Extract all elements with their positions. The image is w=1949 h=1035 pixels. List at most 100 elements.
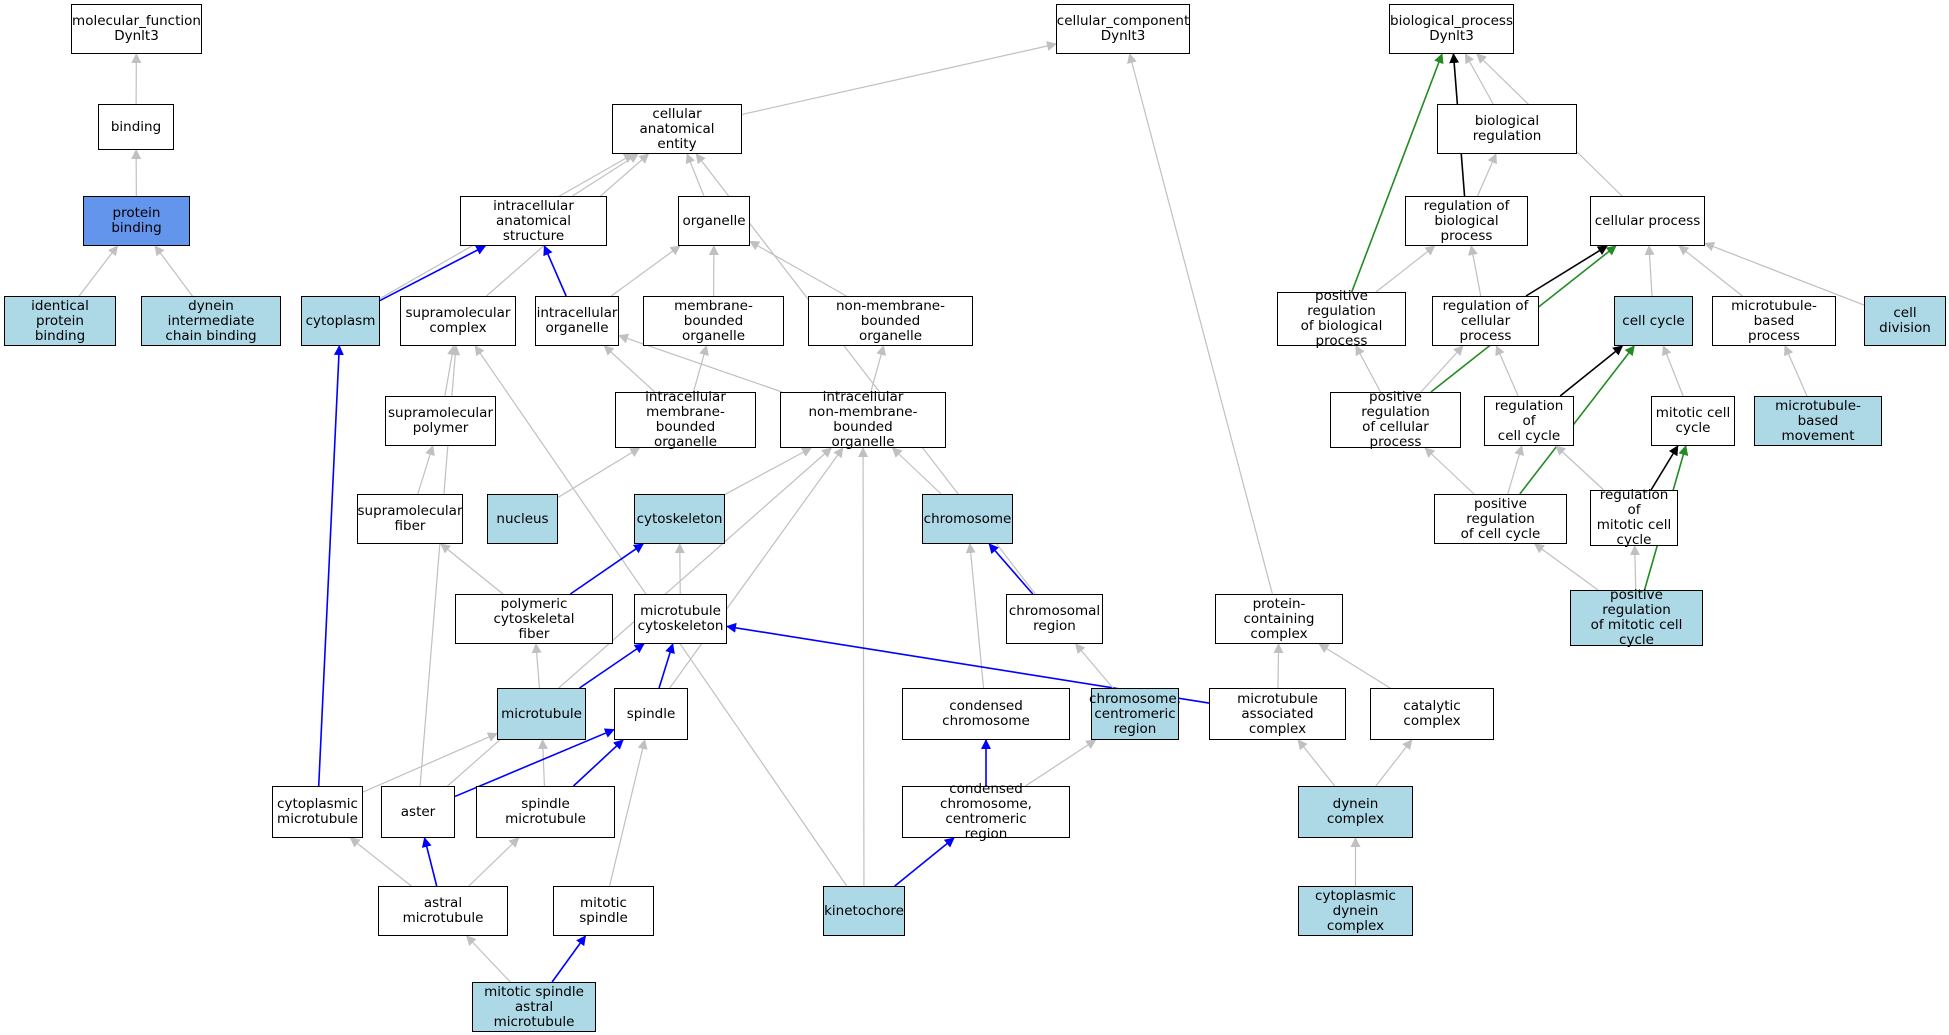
go-term-microtubule: microtubule <box>497 688 586 740</box>
edge-part-of-msamt-to-mitspindle <box>551 935 587 983</box>
go-term-cytomt: cytoplasmic microtubule <box>272 786 363 838</box>
go-term-nucleus: nucleus <box>487 494 558 544</box>
edge-part-of-spindle-to-mtcyto <box>658 643 675 689</box>
go-term-pcf: polymeric cytoskeletal fiber <box>455 594 613 644</box>
go-term-mtcyto: microtubule cytoskeleton <box>634 594 727 644</box>
edge-is-a-mtbm-to-mtbp <box>1784 345 1808 397</box>
edge-part-of-pcf-to-cytoskeleton <box>569 543 644 595</box>
edge-is-a-mtbp-to-cellproc <box>1678 245 1743 297</box>
go-term-spindlemt: spindle microtubule <box>476 786 615 838</box>
go-term-posregcp: positive regulation of cellular process <box>1330 390 1461 450</box>
go-term-mtbp: microtubule-based process <box>1712 296 1836 346</box>
go-term-dynein: dynein complex <box>1298 786 1413 838</box>
go-term-bioreg: biological regulation <box>1437 104 1577 154</box>
go-term-aster: aster <box>381 786 455 838</box>
go-term-chromosome: chromosome <box>922 494 1013 544</box>
go-term-suprafiber: supramolecular fiber <box>357 494 463 544</box>
go-term-dyneinint: dynein intermediate chain binding <box>141 296 281 346</box>
edge-is-a-regcc-to-regcp <box>1495 345 1519 397</box>
edge-is-a-pcf-to-suprafiber <box>440 543 504 595</box>
go-term-regbp: regulation of biological process <box>1405 196 1528 246</box>
edge-is-a-chromosome-to-inmbo <box>891 447 942 495</box>
edge-is-a-astralmt-to-spindlemt <box>468 837 520 887</box>
go-term-condcent: condensed chromosome, centromeric region <box>902 782 1070 842</box>
go-term-imbo: intracellular membrane-bounded organelle <box>615 390 756 450</box>
go-term-cytoskeleton: cytoskeleton <box>634 494 725 544</box>
edge-is-a-posregcp-to-posregbp <box>1355 345 1382 393</box>
edge-is-a-mitspindle-to-spindle <box>608 739 648 887</box>
edge-is-a-spindlemt-to-microtubule <box>537 739 548 787</box>
go-term-pcc: protein-containing complex <box>1215 594 1343 644</box>
edge-is-a-suprafiber-to-supapoly <box>417 445 435 495</box>
edge-part-of-aster-to-spindle <box>454 728 615 798</box>
edge-is-a-kinetochore-to-inmbo <box>858 447 869 887</box>
edge-is-a-mtac-to-pcc <box>1273 643 1284 689</box>
go-term-mtbm: microtubule-based movement <box>1754 396 1882 446</box>
go-term-mf: molecular_function Dynlt3 <box>71 4 202 54</box>
go-term-catcomplex: catalytic complex <box>1370 688 1494 740</box>
edge-is-a-mitcc-to-cellcycle <box>1662 345 1684 397</box>
edge-part-of-cytomt-to-cytoplasm <box>317 345 344 787</box>
go-term-bp: biological_process Dynlt3 <box>1389 4 1514 54</box>
edge-is-a-cellcycle-to-cellproc <box>1644 245 1655 297</box>
go-term-chromreg: chromosomal region <box>1006 594 1103 644</box>
edge-is-a-dynein-to-catcomplex <box>1375 739 1413 787</box>
edge-is-a-organelle-to-cae <box>685 153 705 197</box>
go-term-inmbo: intracellular non-membrane-bounded organ… <box>780 390 946 450</box>
edge-is-a-cytomt-to-microtubule <box>362 732 498 793</box>
edge-is-a-dynein-to-mtac <box>1297 739 1336 787</box>
edge-is-a-posregcp-to-regcp <box>1420 345 1464 393</box>
go-term-posregbp: positive regulation of biological proces… <box>1277 289 1406 349</box>
edge-part-of-spindlemt-to-spindle <box>572 739 624 787</box>
edge-is-a-nucleus-to-imbo <box>557 447 641 498</box>
edge-is-a-celldiv-to-cellproc <box>1704 241 1865 306</box>
edge-is-a-condchrom-to-chromosome <box>965 543 985 689</box>
edge-is-a-pcc-to-cc <box>1127 53 1273 595</box>
edge-positively-regulates-posregbp-to-bp <box>1350 53 1444 293</box>
go-term-regcp: regulation of cellular process <box>1432 296 1539 346</box>
go-term-cc: cellular_component Dynlt3 <box>1056 4 1190 54</box>
go-term-posregcc: positive regulation of cell cycle <box>1434 494 1567 544</box>
edge-is-a-posregmcc-to-posregcc <box>1534 543 1599 591</box>
go-term-intorg: intracellular organelle <box>535 296 619 346</box>
go-term-mitcc: mitotic cell cycle <box>1651 396 1735 446</box>
edge-is-a-posregcc-to-posregcp <box>1424 447 1475 495</box>
edge-is-a-dyneinint-to-protbind <box>154 245 193 297</box>
edge-is-a-imbo-to-intorg <box>603 345 656 393</box>
go-term-nmbo: non-membrane-bounded organelle <box>808 296 973 346</box>
edge-is-a-cytoskeleton-to-inmbo <box>724 447 812 495</box>
edge-part-of-astralmt-to-aster <box>421 837 438 887</box>
go-term-regmcc: regulation of mitotic cell cycle <box>1590 488 1678 548</box>
go-term-cellcycle: cell cycle <box>1614 296 1693 346</box>
edge-is-a-inmbo-to-nmbo <box>870 345 886 393</box>
go-term-mitspindle: mitotic spindle <box>553 886 654 936</box>
edge-is-a-ias-to-cae <box>572 153 639 197</box>
go-term-celldiv: cell division <box>1864 296 1946 346</box>
edge-is-a-bioreg-to-bp <box>1464 53 1494 105</box>
edge-is-a-posregcc-to-regcc <box>1507 445 1525 495</box>
edge-is-a-chromcent-to-chromreg <box>1075 643 1114 689</box>
edge-is-a-regmcc-to-regcc <box>1555 445 1605 491</box>
edge-is-a-condcent-to-chromcent <box>1025 739 1097 787</box>
go-term-mtac: microtubule associated complex <box>1209 688 1346 740</box>
edge-regulates-regmcc-to-mitcc <box>1650 445 1679 491</box>
edge-is-a-intorg-to-organelle <box>610 245 681 297</box>
edge-positively-regulates-posregcc-to-cellcycle <box>1519 345 1635 495</box>
edge-part-of-cytoplasm-to-ias <box>379 245 487 302</box>
go-term-organelle: organelle <box>678 196 750 246</box>
edge-is-a-astralmt-to-cytomt <box>349 837 412 887</box>
edge-is-a-msamt-to-astralmt <box>466 935 511 983</box>
edge-part-of-chromreg-to-chromosome <box>988 543 1034 595</box>
edge-is-a-catcomplex-to-pcc <box>1318 643 1391 689</box>
edge-is-a-cae-to-cc <box>741 41 1057 116</box>
go-term-chromcent: chromosome, centromeric region <box>1089 688 1181 740</box>
go-term-binding: binding <box>98 104 174 150</box>
go-term-spindle: spindle <box>614 688 688 740</box>
go-term-supracomplex: supramolecular complex <box>400 296 516 346</box>
go-term-cytodynein: cytoplasmic dynein complex <box>1298 886 1413 936</box>
go-term-mbo: membrane-bounded organelle <box>643 296 784 346</box>
edge-is-a-regbp-to-bioreg <box>1476 153 1497 197</box>
edge-is-a-nmbo-to-organelle <box>749 240 847 297</box>
go-term-astralmt: astral microtubule <box>378 886 508 936</box>
